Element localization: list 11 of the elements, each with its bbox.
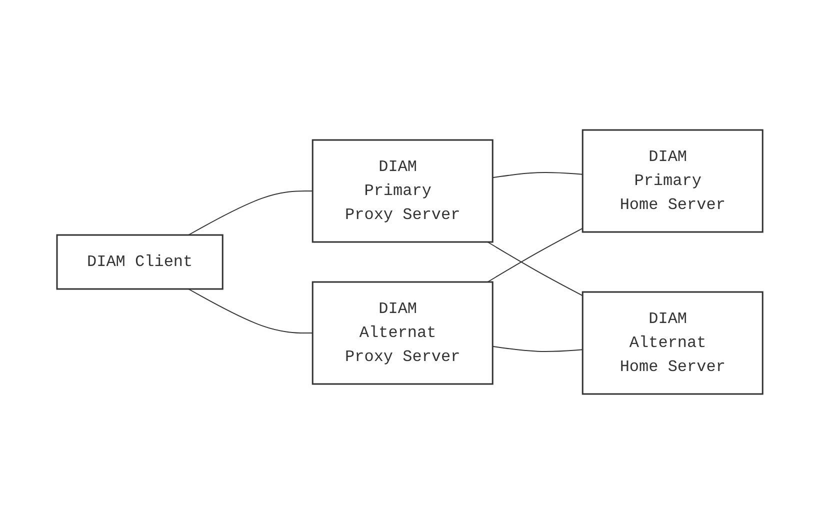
node-box: DIAM Alternat Proxy Server: [312, 280, 494, 384]
connector: [492, 345, 584, 352]
connector: [188, 190, 314, 235]
connector: [492, 172, 584, 178]
connector: [487, 241, 584, 296]
node-box: DIAM Primary Proxy Server: [312, 138, 494, 242]
connector: [487, 227, 584, 282]
node-box: DIAM Primary Home Server: [582, 128, 764, 232]
node-box: DIAM Alternat Home Server: [582, 290, 764, 394]
connector: [188, 288, 314, 333]
node-box: DIAM Client: [56, 234, 224, 290]
